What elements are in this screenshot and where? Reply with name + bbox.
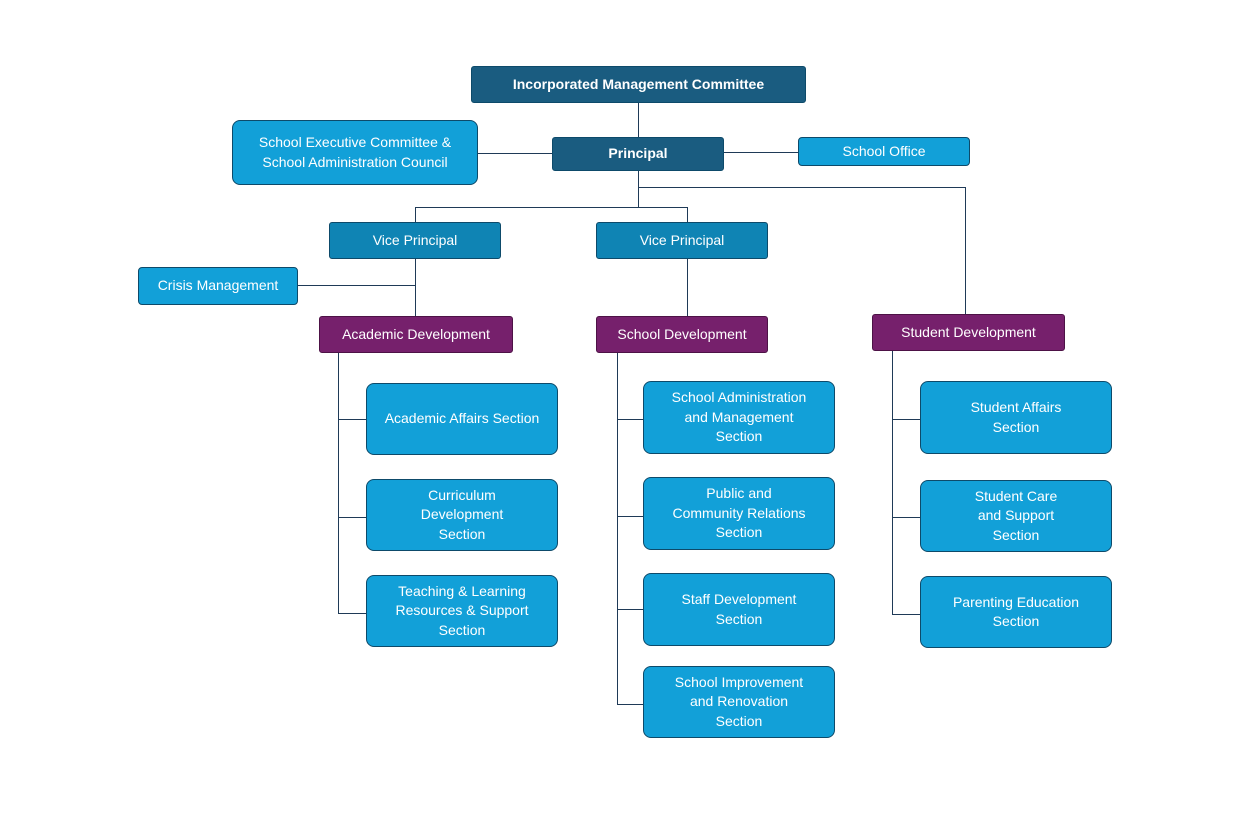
student-development-box: Student Development xyxy=(872,314,1065,351)
academic-section-box: Curriculum Development Section xyxy=(366,479,558,551)
school-section-box: School Administration and Management Sec… xyxy=(643,381,835,454)
principal-box: Principal xyxy=(552,137,724,171)
vice-principal-mid-box: Vice Principal xyxy=(596,222,768,259)
academic-development-box: Academic Development xyxy=(319,316,513,353)
student-section-box: Student Care and Support Section xyxy=(920,480,1112,552)
executive-committee-box: School Executive Committee & School Admi… xyxy=(232,120,478,185)
vice-principal-left-box: Vice Principal xyxy=(329,222,501,259)
school-section-box: Staff Development Section xyxy=(643,573,835,646)
student-section-box: Student Affairs Section xyxy=(920,381,1112,454)
school-section-box: Public and Community Relations Section xyxy=(643,477,835,550)
academic-section-box: Teaching & Learning Resources & Support … xyxy=(366,575,558,647)
crisis-management-box: Crisis Management xyxy=(138,267,298,305)
school-development-box: School Development xyxy=(596,316,768,353)
imc-box: Incorporated Management Committee xyxy=(471,66,806,103)
school-office-box: School Office xyxy=(798,137,970,166)
academic-section-box: Academic Affairs Section xyxy=(366,383,558,455)
student-section-box: Parenting Education Section xyxy=(920,576,1112,648)
school-section-box: School Improvement and Renovation Sectio… xyxy=(643,666,835,738)
